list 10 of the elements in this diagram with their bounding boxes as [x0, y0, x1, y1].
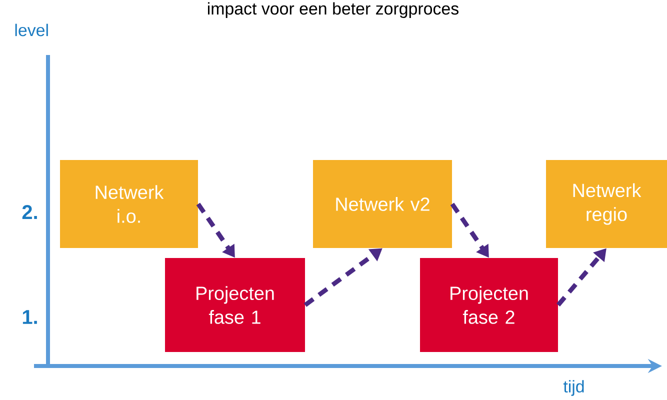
network-box: Netwerk regio: [546, 160, 667, 248]
project-box: Projecten fase 1: [165, 258, 305, 352]
axis-label: level: [15, 24, 48, 36]
title: impact voor een beter zorgproces: [208, 2, 458, 18]
level-number: 2.: [22, 205, 37, 219]
network-box: Netwerk v2: [313, 160, 452, 248]
project-box: Projecten fase 2: [420, 258, 558, 352]
network-box: Netwerk i.o.: [60, 160, 198, 248]
axis-label: tijd: [563, 380, 584, 396]
level-number: 1.: [22, 310, 37, 324]
